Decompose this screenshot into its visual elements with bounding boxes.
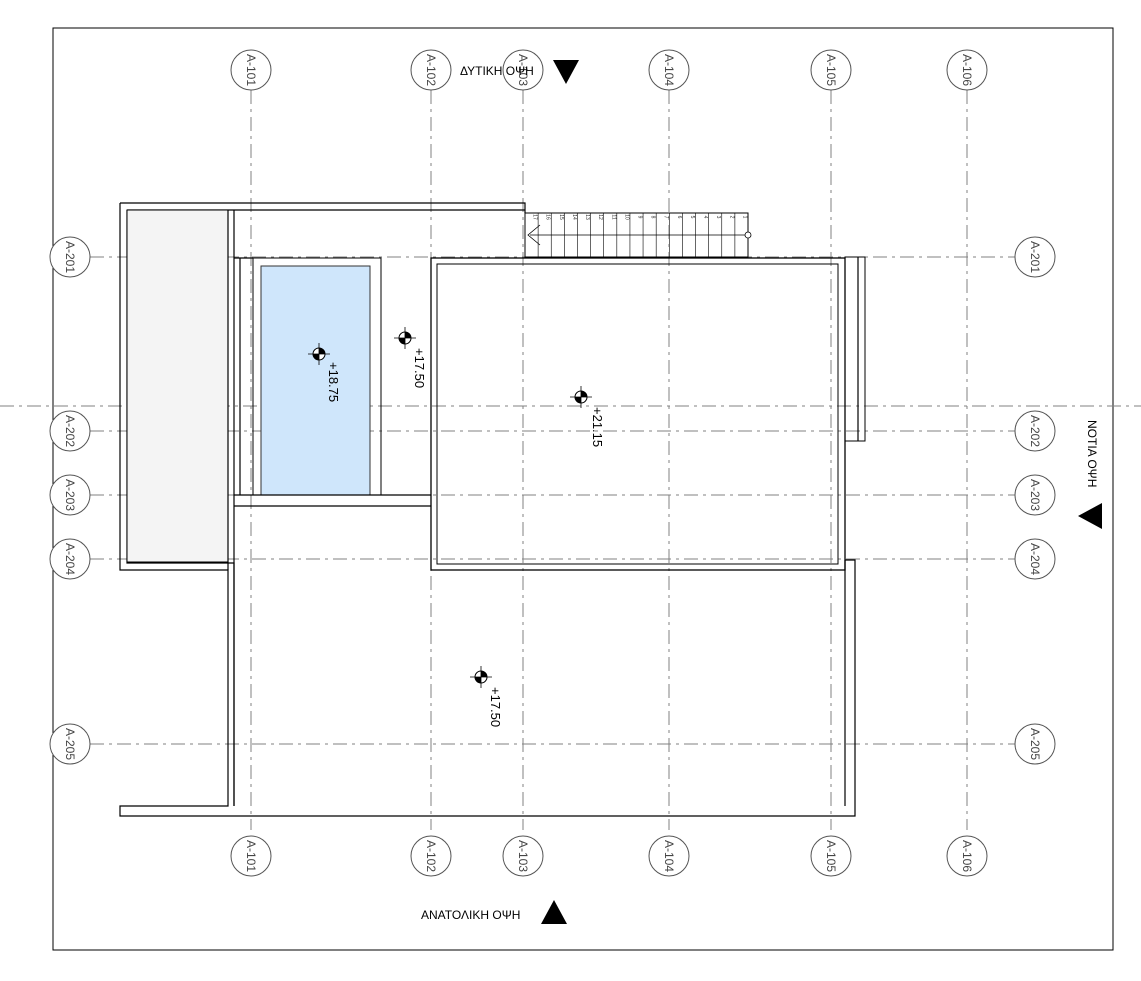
- stair-step-number: 8: [650, 216, 656, 219]
- stair-step-number: 14: [571, 214, 577, 220]
- grid-label: A-205: [63, 728, 77, 760]
- stair-step-number: 3: [715, 216, 721, 219]
- grid-bubbles-left: A-201 A-202 A-203 A-204 A-205: [49, 236, 91, 765]
- stair-step-number: 13: [584, 214, 590, 220]
- grid-bubbles-right: A-201 A-202 A-203 A-204 A-205: [1014, 236, 1056, 765]
- grid-bubble-row-1-left: A-201: [49, 236, 91, 278]
- grid-bubble-col-2-top: A-102: [410, 49, 452, 91]
- grid-label: A-103: [516, 840, 530, 872]
- staircase-arrow-head: [527, 224, 541, 246]
- stair-step-number: 12: [597, 214, 603, 220]
- grid-label: A-201: [1028, 241, 1042, 273]
- roof-block-inner: [436, 263, 839, 565]
- elevation-label-terrace-lower: +17.50: [488, 687, 503, 727]
- grid-bubbles-bottom: A-101 A-102 A-103 A-104 A-105 A-106: [230, 835, 988, 877]
- grid-label: A-106: [960, 840, 974, 872]
- grid-label: A-104: [662, 840, 676, 872]
- grid-bubbles-top: A-101 A-102 A-103 A-104 A-105 A-106: [230, 49, 988, 91]
- grid-label: A-101: [244, 840, 258, 872]
- building-outline: [119, 202, 866, 817]
- grid-label: A-205: [1028, 728, 1042, 760]
- grid-bubble-col-1-bottom: A-101: [230, 835, 272, 877]
- grid-label: A-201: [63, 241, 77, 273]
- stair-step-number: 1: [741, 216, 747, 219]
- grid-bubble-row-2-right: A-202: [1014, 410, 1056, 452]
- grid-label: A-102: [424, 840, 438, 872]
- grid-bubble-row-3-right: A-203: [1014, 474, 1056, 516]
- grid-label: A-204: [63, 543, 77, 575]
- grid-label: A-202: [1028, 415, 1042, 447]
- side-shaft: [844, 256, 866, 442]
- grid-label: A-102: [424, 54, 438, 86]
- grid-label: A-202: [63, 415, 77, 447]
- pool-bottom-wall: [234, 494, 431, 507]
- grid-label: A-103: [516, 54, 530, 86]
- grid-bubble-row-2-left: A-202: [49, 410, 91, 452]
- grid-row-lines: [90, 256, 1020, 745]
- grid-label: A-203: [63, 479, 77, 511]
- grid-label: A-105: [824, 54, 838, 86]
- grid-bubble-col-5-top: A-105: [810, 49, 852, 91]
- elevation-label-roof: +21.15: [590, 407, 605, 447]
- outer-wall-inner-line: [126, 209, 846, 806]
- grid-bubble-row-5-left: A-205: [49, 723, 91, 765]
- stair-step-number: 9: [637, 216, 643, 219]
- elevation-marker-terrace-lower: [470, 666, 492, 688]
- roof-block-outer: [430, 257, 846, 571]
- elevation-marker-terrace-upper: [394, 327, 416, 349]
- elevation-label-pool: +18.75: [326, 362, 341, 402]
- stair-step-number: 16: [545, 214, 551, 220]
- east-view-label: ΑΝΑΤΟΛΙΚΗ ΟΨΗ: [421, 908, 520, 922]
- grid-bubble-col-4-bottom: A-104: [648, 835, 690, 877]
- grid-bubble-col-3-bottom: A-103: [502, 835, 544, 877]
- staircase: 17 16 15 14 13 12 11 10 9 8 7 6 5 4 3 2 1: [524, 212, 752, 258]
- planter-strip: [126, 209, 229, 563]
- grid-label: A-104: [662, 54, 676, 86]
- west-view-label: ΔΥΤΙΚΗ ΟΨΗ: [460, 64, 534, 78]
- grid-bubble-col-5-bottom: A-105: [810, 835, 852, 877]
- grid-bubble-col-4-top: A-104: [648, 49, 690, 91]
- south-view-label: ΝΟΤΙΑ ΟΨΗ: [1085, 420, 1099, 487]
- elevation-label-terrace-upper: +17.50: [412, 348, 427, 388]
- west-view-arrow-icon: [553, 60, 579, 84]
- stair-step-number: 10: [623, 214, 629, 220]
- elevation-marker-pool: [308, 343, 330, 365]
- south-view-arrow-icon: [1078, 503, 1102, 529]
- grid-label: A-106: [960, 54, 974, 86]
- grid-bubble-col-6-top: A-106: [946, 49, 988, 91]
- grid-bubble-col-2-bottom: A-102: [410, 835, 452, 877]
- grid-label: A-101: [244, 54, 258, 86]
- grid-bubble-col-6-bottom: A-106: [946, 835, 988, 877]
- stair-step-number: 2: [728, 216, 734, 219]
- stair-step-number: 17: [532, 214, 538, 220]
- grid-bubble-col-3-top: A-103: [502, 49, 544, 91]
- stair-step-number: 6: [676, 216, 682, 219]
- east-view-arrow-icon: [541, 900, 567, 924]
- elevation-marker-roof: [570, 386, 592, 408]
- grid-bubble-row-4-right: A-204: [1014, 538, 1056, 580]
- grid-label: A-105: [824, 840, 838, 872]
- stair-step-number: 4: [702, 216, 708, 219]
- grid-bubble-row-4-left: A-204: [49, 538, 91, 580]
- stair-step-number: 7: [663, 216, 669, 219]
- outer-wall: [119, 202, 856, 817]
- grid-label: A-203: [1028, 479, 1042, 511]
- grid-bubble-row-3-left: A-203: [49, 474, 91, 516]
- grid-bubble-row-5-right: A-205: [1014, 723, 1056, 765]
- stair-step-number: 11: [610, 214, 616, 219]
- grid-label: A-204: [1028, 543, 1042, 575]
- grid-bubble-col-1-top: A-101: [230, 49, 272, 91]
- stair-step-number: 5: [689, 216, 695, 219]
- grid-bubble-row-1-right: A-201: [1014, 236, 1056, 278]
- staircase-start-dot: [744, 231, 752, 239]
- stair-step-number: 15: [558, 214, 564, 220]
- pool-area: [260, 265, 371, 496]
